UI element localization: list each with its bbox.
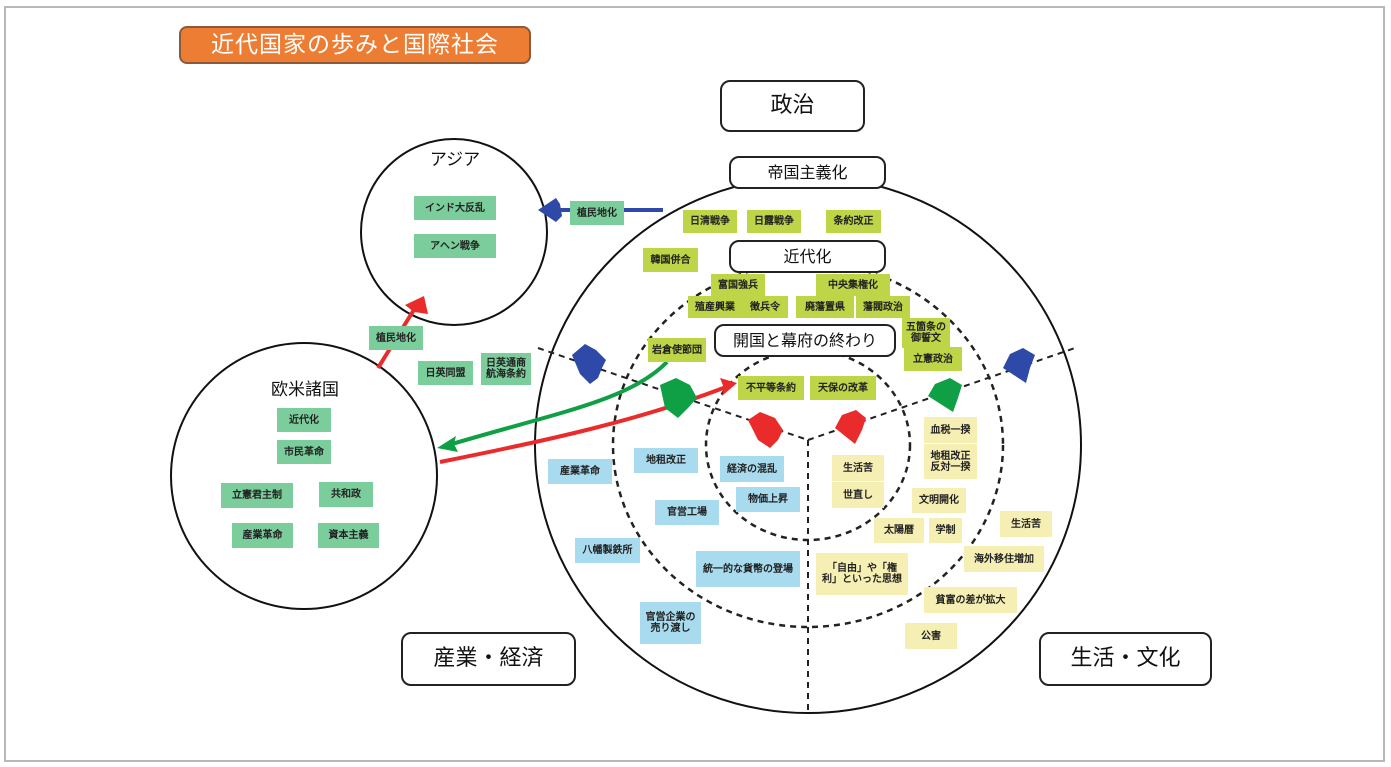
economy-item: 統一的な貨幣の登場 (696, 551, 800, 587)
life-item: 地租改正 反対一揆 (924, 444, 977, 479)
section-label-industry: 産業・経済 (401, 632, 576, 686)
life-item: 貧富の差が拡大 (924, 587, 1017, 613)
ring-label-imperialism: 帝国主義化 (729, 156, 886, 189)
colonization-arrowhead-red (405, 296, 428, 314)
politics-item: 日清戦争 (683, 210, 737, 233)
economy-item: 官営工場 (655, 500, 719, 525)
section-label-politics: 政治 (720, 80, 865, 132)
economy-item: 経済の混乱 (720, 456, 784, 482)
asia-item: アヘン戦争 (414, 234, 496, 258)
politics-item: 韓国併合 (643, 248, 698, 272)
treaty-arrowhead-red (720, 378, 737, 396)
life-item: 世直し (832, 482, 884, 508)
politics-item: 岩倉使節団 (648, 338, 706, 362)
politics-item: 廃藩置県 (796, 296, 854, 318)
politics-item: 中央集権化 (816, 274, 890, 296)
politics-item: 藩閥政治 (856, 296, 910, 318)
block-arrow-green-left (660, 378, 697, 418)
asia-item: インド大反乱 (414, 196, 496, 220)
ring-label-opening: 開国と幕府の終わり (714, 324, 896, 357)
life-item: 公害 (905, 623, 957, 649)
block-arrow-blue-left (572, 344, 606, 384)
life-item: 生活苦 (832, 455, 884, 481)
block-arrow-red-right (835, 410, 866, 444)
politics-item: 天保の改革 (810, 376, 876, 400)
link-colonization-japan: 植民地化 (570, 201, 624, 225)
economy-item: 地租改正 (634, 448, 698, 473)
block-arrow-blue-right (1003, 348, 1035, 383)
politics-item: 不平等条約 (738, 376, 804, 400)
life-item: 文明開化 (912, 488, 966, 513)
life-item: 太陽暦 (874, 518, 924, 543)
west-item: 近代化 (277, 408, 331, 432)
politics-item: 五箇条の 御誓文 (902, 318, 950, 348)
politics-item: 日露戦争 (747, 210, 801, 233)
economy-item: 物価上昇 (736, 487, 800, 512)
economy-item: 八幡製鉄所 (575, 538, 640, 563)
life-item: 「自由」や「権 利」といった思想 (816, 553, 908, 595)
west-circle (170, 342, 438, 610)
page-title: 近代国家の歩みと国際社会 (179, 26, 531, 64)
politics-item: 殖産興業 (688, 296, 742, 318)
link-treaty: 日英通商 航海条約 (481, 353, 531, 385)
politics-item: 徴兵令 (742, 296, 788, 318)
asia-circle (360, 138, 548, 326)
economy-item: 産業革命 (548, 459, 612, 484)
politics-item: 富国強兵 (711, 274, 765, 296)
iwakura-arrowhead-green (437, 436, 458, 452)
west-item: 資本主義 (318, 523, 379, 548)
ring-label-modernization: 近代化 (729, 240, 886, 273)
modernization-ring (611, 261, 1005, 629)
west-title: 欧米諸国 (271, 380, 339, 400)
block-arrow-green-right (928, 378, 962, 412)
asia-title: アジア (429, 150, 481, 170)
link-colonization-west: 植民地化 (369, 326, 423, 350)
section-label-life: 生活・文化 (1039, 632, 1212, 686)
politics-item: 立憲政治 (904, 347, 962, 371)
life-item: 海外移住増加 (964, 546, 1044, 572)
west-item: 産業革命 (232, 523, 293, 548)
west-item: 市民革命 (277, 440, 331, 464)
west-item: 共和政 (319, 482, 373, 507)
economy-item: 官営企業の 売り渡し (640, 602, 701, 644)
colonization-arrowhead-blue (538, 198, 562, 222)
politics-item: 条約改正 (826, 210, 881, 233)
iwakura-arrow-green (451, 360, 669, 446)
life-item: 学制 (929, 518, 962, 543)
west-item: 立憲君主制 (221, 483, 293, 508)
life-item: 血税一揆 (924, 417, 977, 443)
block-arrow-red-left (748, 412, 783, 448)
life-item: 生活苦 (1000, 511, 1052, 537)
link-alliance: 日英同盟 (418, 361, 473, 385)
